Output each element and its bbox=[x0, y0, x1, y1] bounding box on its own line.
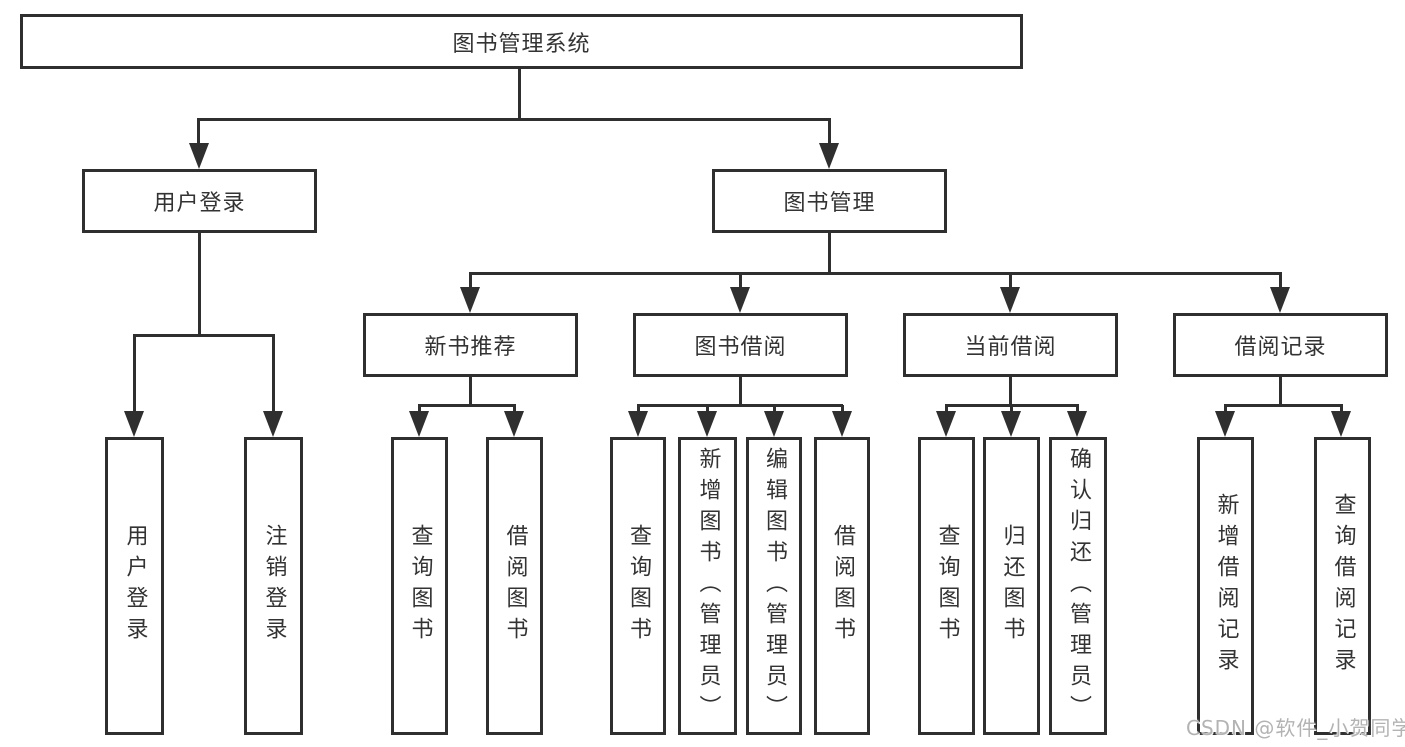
connector-line bbox=[637, 404, 843, 407]
leaf-label: 查询图书 bbox=[626, 524, 651, 648]
leaf-query-books-borrowing: 查询图书 bbox=[610, 437, 666, 735]
leaf-label: 归还图书 bbox=[999, 524, 1025, 648]
leaf-label: 查询图书 bbox=[934, 524, 960, 648]
connector-line bbox=[739, 273, 742, 290]
arrowhead-icon bbox=[1001, 411, 1021, 437]
connector-line bbox=[418, 404, 516, 407]
connector-line bbox=[469, 273, 472, 290]
connector-line bbox=[828, 233, 831, 274]
leaf-label: 查询图书 bbox=[407, 524, 433, 648]
connector-line bbox=[197, 120, 200, 146]
arrowhead-icon bbox=[936, 411, 956, 437]
arrowhead-icon bbox=[1215, 411, 1235, 437]
arrowhead-icon bbox=[764, 411, 784, 437]
node-label: 图书管理 bbox=[783, 191, 876, 216]
connector-line bbox=[518, 69, 521, 120]
leaf-borrow-books-recommend: 借阅图书 bbox=[486, 437, 543, 735]
leaf-label: 注销登录 bbox=[261, 524, 287, 648]
arrowhead-icon bbox=[1270, 287, 1290, 313]
connector-line bbox=[1009, 377, 1012, 406]
connector-line bbox=[1224, 405, 1227, 415]
connector-line bbox=[133, 334, 275, 337]
leaf-confirm-return-admin: 确认归还（管理员） bbox=[1049, 437, 1107, 735]
leaf-new-borrow-record: 新增借阅记录 bbox=[1197, 437, 1254, 735]
node-label: 当前借阅 bbox=[964, 335, 1057, 360]
arrowhead-icon bbox=[730, 287, 750, 313]
leaf-label: 编辑图书（管理员） bbox=[762, 446, 787, 726]
node-label: 图书借阅 bbox=[694, 335, 787, 360]
connector-line bbox=[197, 118, 831, 121]
connector-line bbox=[739, 377, 742, 406]
leaf-query-books-current: 查询图书 bbox=[918, 437, 975, 735]
node-user-login: 用户登录 bbox=[82, 169, 317, 233]
arrowhead-icon bbox=[1000, 287, 1020, 313]
connector-line bbox=[828, 120, 831, 146]
connector-line bbox=[469, 272, 1282, 275]
connector-line bbox=[706, 405, 709, 415]
node-book-management: 图书管理 bbox=[712, 169, 947, 233]
arrowhead-icon bbox=[460, 287, 480, 313]
connector-line bbox=[272, 335, 275, 414]
connector-line bbox=[1340, 405, 1343, 415]
connector-line bbox=[198, 233, 201, 336]
connector-line bbox=[469, 377, 472, 406]
node-label: 借阅记录 bbox=[1234, 335, 1327, 360]
leaf-user-login: 用户登录 bbox=[105, 437, 164, 735]
node-label: 用户登录 bbox=[153, 191, 246, 216]
leaf-query-books-recommend: 查询图书 bbox=[391, 437, 448, 735]
leaf-label: 用户登录 bbox=[122, 524, 148, 648]
leaf-label: 新增图书（管理员） bbox=[695, 446, 721, 726]
connector-line bbox=[1279, 377, 1282, 406]
connector-line bbox=[1279, 273, 1282, 290]
connector-line bbox=[133, 335, 136, 414]
arrowhead-icon bbox=[263, 411, 283, 437]
node-label: 新书推荐 bbox=[424, 335, 517, 360]
leaf-label: 确认归还（管理员） bbox=[1066, 446, 1091, 726]
arrowhead-icon bbox=[189, 143, 209, 169]
arrowhead-icon bbox=[819, 143, 839, 169]
leaf-label: 借阅图书 bbox=[502, 524, 528, 648]
connector-line bbox=[418, 405, 421, 415]
arrowhead-icon bbox=[1067, 411, 1087, 437]
connector-line bbox=[1009, 273, 1012, 290]
arrowhead-icon bbox=[697, 411, 717, 437]
node-borrowing-records: 借阅记录 bbox=[1173, 313, 1388, 377]
arrowhead-icon bbox=[628, 411, 648, 437]
connector-line bbox=[513, 405, 516, 415]
node-book-borrowing: 图书借阅 bbox=[633, 313, 848, 377]
connector-line bbox=[1224, 404, 1343, 407]
connector-line bbox=[1076, 405, 1079, 415]
arrowhead-icon bbox=[504, 411, 524, 437]
leaf-borrow-books: 借阅图书 bbox=[814, 437, 870, 735]
connector-line bbox=[773, 405, 776, 415]
leaf-label: 新增借阅记录 bbox=[1213, 493, 1239, 679]
node-label: 图书管理系统 bbox=[452, 31, 591, 57]
connector-line bbox=[841, 405, 844, 415]
connector-line bbox=[1010, 405, 1013, 415]
node-current-borrowing: 当前借阅 bbox=[903, 313, 1118, 377]
connector-line bbox=[945, 405, 948, 415]
leaf-add-books-admin: 新增图书（管理员） bbox=[678, 437, 737, 735]
leaf-label: 查询借阅记录 bbox=[1330, 493, 1356, 679]
arrowhead-icon bbox=[124, 411, 144, 437]
leaf-query-borrow-record: 查询借阅记录 bbox=[1314, 437, 1371, 735]
arrowhead-icon bbox=[1331, 411, 1351, 437]
leaf-logout: 注销登录 bbox=[244, 437, 303, 735]
leaf-return-books: 归还图书 bbox=[983, 437, 1040, 735]
leaf-edit-books-admin: 编辑图书（管理员） bbox=[746, 437, 802, 735]
arrowhead-icon bbox=[409, 411, 429, 437]
node-library-system-root: 图书管理系统 bbox=[20, 14, 1023, 69]
connector-line bbox=[637, 405, 640, 415]
leaf-label: 借阅图书 bbox=[830, 524, 855, 648]
csdn-watermark: CSDN @软件_小贺同学 bbox=[1186, 716, 1405, 740]
arrowhead-icon bbox=[832, 411, 852, 437]
node-new-book-recommend: 新书推荐 bbox=[363, 313, 578, 377]
